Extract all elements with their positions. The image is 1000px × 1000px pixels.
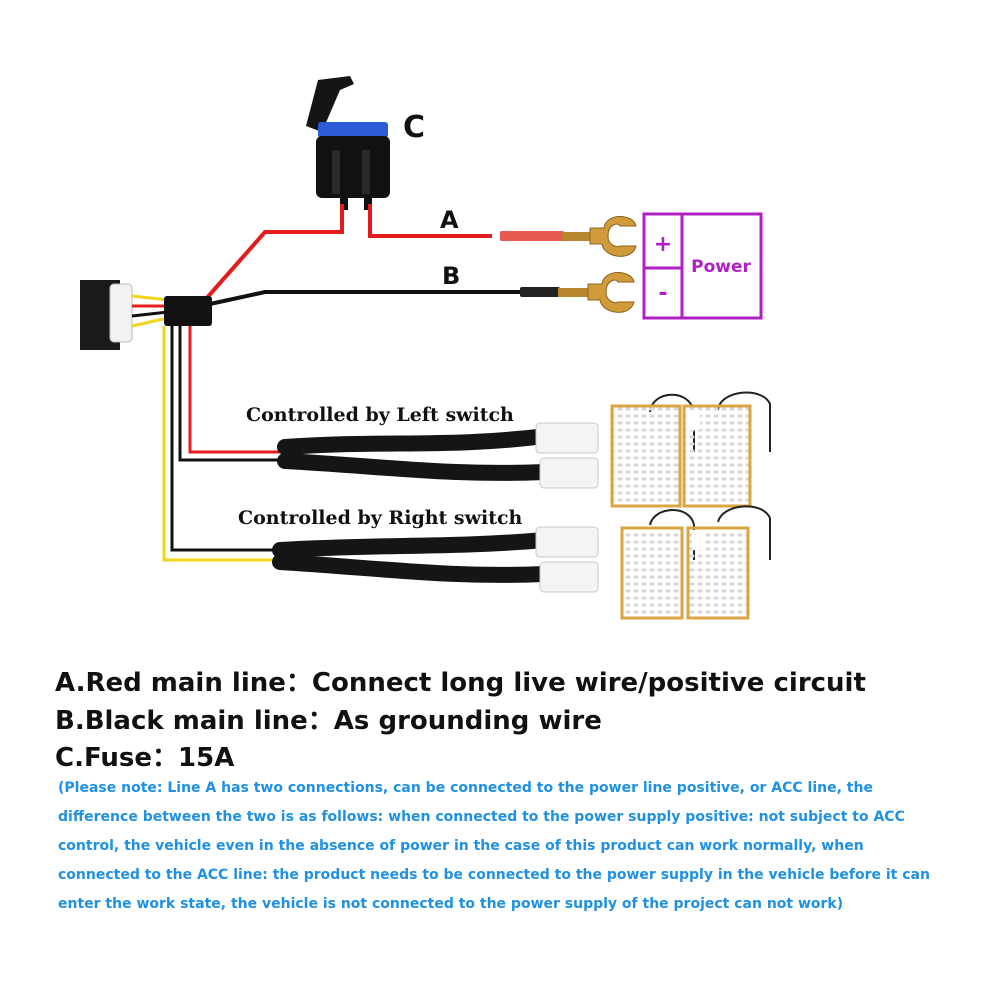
heating-pads-bottom bbox=[620, 505, 771, 620]
fuse-holder bbox=[306, 76, 390, 210]
left-switch-wires bbox=[178, 326, 285, 462]
legend-line-c: C.Fuse：15A bbox=[55, 743, 235, 773]
power-label: Power bbox=[691, 257, 751, 277]
power-plus-label: + bbox=[654, 232, 672, 257]
line-b-label: B bbox=[442, 262, 460, 290]
legend-line-a: A.Red main line：Connect long live wire/p… bbox=[55, 668, 866, 698]
left-harness bbox=[277, 422, 599, 489]
red-wire-sleeve bbox=[500, 231, 564, 241]
heating-pads-top bbox=[610, 391, 771, 508]
line-a-label: A bbox=[440, 206, 459, 234]
black-wire-sleeve bbox=[520, 287, 560, 297]
black-wire-b bbox=[209, 290, 520, 306]
usage-note: (Please note: Line A has two connections… bbox=[58, 780, 930, 912]
ring-terminal-b bbox=[587, 272, 635, 313]
power-box bbox=[642, 212, 763, 320]
junction-block bbox=[164, 296, 212, 326]
red-wire-a bbox=[203, 204, 492, 302]
right-switch-wires bbox=[162, 326, 275, 562]
wiring-diagram: C A B + - Power bbox=[80, 76, 771, 620]
legend-line-b: B.Black main line：As grounding wire bbox=[55, 706, 602, 736]
right-switch-label: Controlled by Right switch bbox=[238, 507, 523, 529]
ring-terminal-a bbox=[589, 216, 637, 257]
left-switch-label: Controlled by Left switch bbox=[246, 404, 514, 426]
power-minus-label: - bbox=[658, 281, 667, 306]
fuse-label: C bbox=[403, 110, 425, 145]
switch-connector bbox=[80, 280, 169, 350]
right-harness bbox=[272, 526, 599, 593]
